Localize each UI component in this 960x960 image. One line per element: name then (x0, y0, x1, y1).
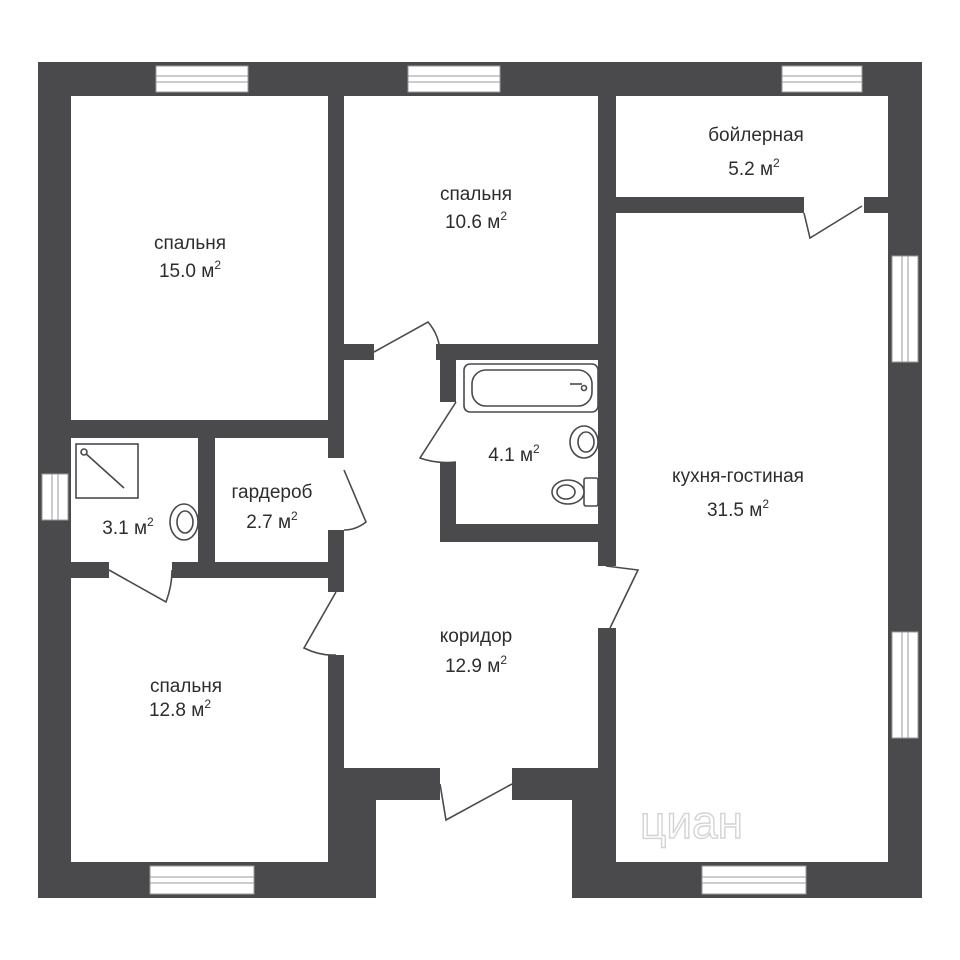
window-west-1 (41, 473, 69, 521)
room-name: спальня (150, 676, 222, 697)
window-north-3 (781, 65, 863, 93)
room-area: 3.1 м2 (102, 515, 154, 539)
shower-icon (75, 443, 139, 499)
toilet-icon (551, 477, 599, 507)
wall-corridor-south-left (328, 768, 440, 800)
room-bathroom: 4.1 м2 (488, 442, 540, 466)
room-corridor: коридор 12.9 м2 (440, 626, 513, 677)
wall-kitchen-west-mid (598, 344, 616, 566)
room-name: гардероб (232, 482, 313, 503)
room-name: коридор (440, 626, 513, 647)
wall-sw-bedroom-east (328, 655, 344, 775)
wall-shower-wardrobe (198, 438, 215, 578)
door-wardrobe (343, 469, 367, 531)
wall-bath-west-top (440, 344, 456, 402)
bathtub-icon (463, 363, 599, 413)
door-boiler (803, 205, 863, 240)
doors (108, 205, 863, 822)
room-labels: спальня 15.0 м2 спальня 10.6 м2 бойлерна… (102, 125, 804, 721)
window-south-2 (701, 865, 807, 895)
fixtures (75, 363, 599, 541)
sink-icon (569, 425, 599, 459)
wall-kitchen-west-top (598, 96, 616, 360)
door-kitchen (605, 565, 640, 629)
wall-bedrooms-divider (328, 96, 344, 458)
window-east-1 (891, 255, 919, 363)
wall-kitchen-west-bottom (598, 628, 616, 868)
watermark: циан (640, 796, 743, 848)
door-entrance (439, 783, 513, 822)
room-area: 4.1 м2 (488, 442, 540, 466)
door-bathroom (418, 401, 457, 464)
wall-bedroom-n-south (344, 344, 374, 360)
wall-shower-south-right (172, 562, 344, 578)
room-name: бойлерная (708, 125, 804, 146)
wall-bath-south (440, 524, 616, 542)
door-shower (108, 569, 173, 604)
room-area: 12.8 м2 (149, 697, 211, 721)
room-area: 10.6 м2 (445, 209, 507, 233)
door-bedroom-n (373, 320, 441, 355)
room-name: спальня (440, 184, 512, 205)
room-area: 31.5 м2 (707, 497, 769, 521)
washbasin-icon (169, 503, 199, 541)
room-wardrobe: гардероб 2.7 м2 (232, 482, 313, 533)
room-area: 15.0 м2 (159, 258, 221, 282)
room-area: 2.7 м2 (246, 509, 298, 533)
wall-bath-north (436, 344, 600, 360)
window-east-2 (891, 631, 919, 739)
window-north-2 (407, 65, 501, 93)
wall-bedroom-nw-south (71, 420, 344, 438)
wall-boiler-south-right (864, 197, 888, 213)
room-bedroom-nw: спальня 15.0 м2 (154, 233, 226, 282)
room-bedroom-n: спальня 10.6 м2 (440, 184, 512, 233)
window-north-1 (155, 65, 249, 93)
wall-boiler-south-left (616, 197, 804, 213)
room-bedroom-sw: спальня 12.8 м2 (149, 676, 222, 721)
room-name: кухня-гостиная (672, 466, 804, 487)
room-shower: 3.1 м2 (102, 515, 154, 539)
wall-bath-west-bottom (440, 462, 456, 542)
room-boiler: бойлерная 5.2 м2 (708, 125, 804, 180)
wall-east (888, 62, 922, 898)
wall-wardrobe-east (328, 530, 344, 592)
room-area: 5.2 м2 (728, 156, 780, 180)
room-area: 12.9 м2 (445, 653, 507, 677)
room-name: спальня (154, 233, 226, 254)
wall-shower-south-left (71, 562, 109, 578)
windows (41, 65, 919, 895)
room-kitchen-living: кухня-гостиная 31.5 м2 (672, 466, 804, 521)
door-bedroom-sw (302, 591, 337, 656)
window-south-1 (149, 865, 255, 895)
